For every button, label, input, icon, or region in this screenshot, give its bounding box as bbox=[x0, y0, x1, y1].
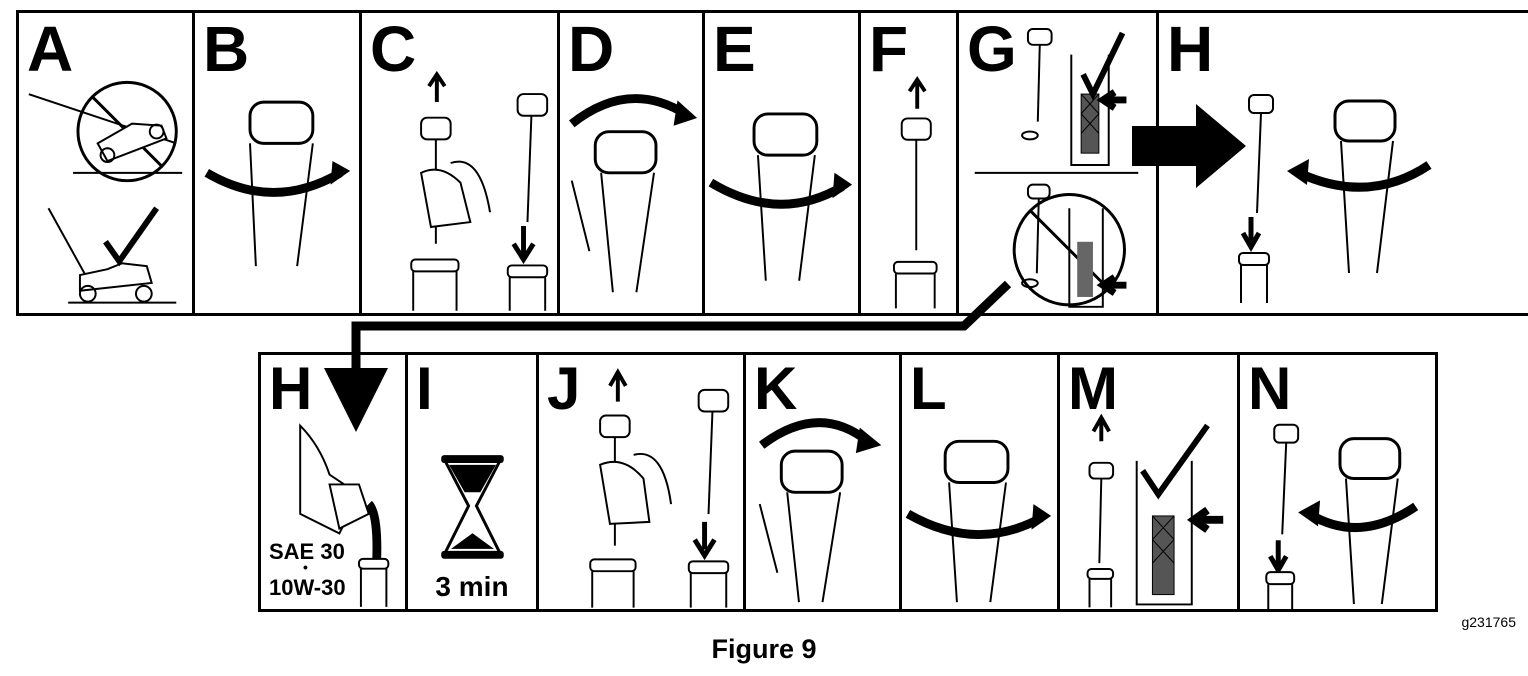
panel-letter: C bbox=[370, 13, 417, 85]
verify-oil-level-icon bbox=[1086, 413, 1224, 608]
panel-l: L bbox=[902, 355, 1060, 609]
oil-type-separator: • bbox=[303, 559, 308, 575]
panel-letter: G bbox=[967, 13, 1017, 85]
reinstall-dipstick-icon bbox=[1265, 423, 1419, 609]
panel-a: A bbox=[19, 13, 195, 313]
panel-letter: N bbox=[1248, 355, 1292, 422]
panel-h-top: H bbox=[1159, 13, 1528, 313]
tighten-cap-icon bbox=[708, 112, 853, 281]
panel-letter: D bbox=[568, 13, 615, 85]
panel-i: I 3 min bbox=[408, 355, 539, 609]
oil-type-sae30: SAE 30 bbox=[269, 539, 345, 564]
pour-oil-icon bbox=[299, 423, 390, 607]
install-cap-icon bbox=[758, 418, 882, 603]
panel-letter: H bbox=[269, 355, 313, 422]
wipe-dipstick-icon bbox=[410, 70, 549, 311]
panel-b: B bbox=[195, 13, 362, 313]
top-step-row: A B C bbox=[16, 10, 1528, 316]
level-ground-icon bbox=[28, 80, 183, 304]
graphic-id: g231765 bbox=[1461, 614, 1516, 630]
wipe-dipstick-icon bbox=[589, 368, 730, 608]
figure-caption: Figure 9 bbox=[711, 634, 817, 664]
tighten-cap-icon bbox=[905, 439, 1052, 603]
panel-k: K bbox=[746, 355, 902, 609]
panel-m: M bbox=[1060, 355, 1240, 609]
panel-letter: E bbox=[713, 13, 756, 85]
panel-letter: I bbox=[416, 355, 433, 422]
panel-letter: F bbox=[869, 13, 909, 85]
check-oil-level-icon bbox=[974, 28, 1139, 308]
panel-f: F bbox=[861, 13, 959, 313]
panel-c: C bbox=[362, 13, 560, 313]
panel-n: N bbox=[1240, 355, 1435, 609]
panel-e: E bbox=[705, 13, 861, 313]
remove-dipstick-icon bbox=[892, 76, 938, 309]
oil-type-10w30: 10W-30 bbox=[269, 575, 346, 600]
wait-time-label: 3 min bbox=[435, 571, 509, 602]
panel-letter: B bbox=[203, 13, 250, 85]
hourglass-icon bbox=[441, 455, 504, 559]
fill-tube-icon bbox=[204, 100, 351, 267]
panel-letter: M bbox=[1068, 355, 1118, 422]
panel-g: G bbox=[959, 13, 1159, 313]
panel-h-bottom: H SAE 30 • 10W-30 bbox=[261, 355, 408, 609]
panel-d: D bbox=[560, 13, 705, 313]
panel-letter: A bbox=[27, 13, 74, 85]
install-cap-icon bbox=[569, 94, 698, 293]
panel-j: J bbox=[539, 355, 746, 609]
reinstall-dipstick-icon bbox=[1238, 94, 1432, 303]
panel-letter: H bbox=[1167, 13, 1214, 85]
bottom-step-row: H SAE 30 • 10W-30 I 3 min J bbox=[258, 352, 1438, 612]
